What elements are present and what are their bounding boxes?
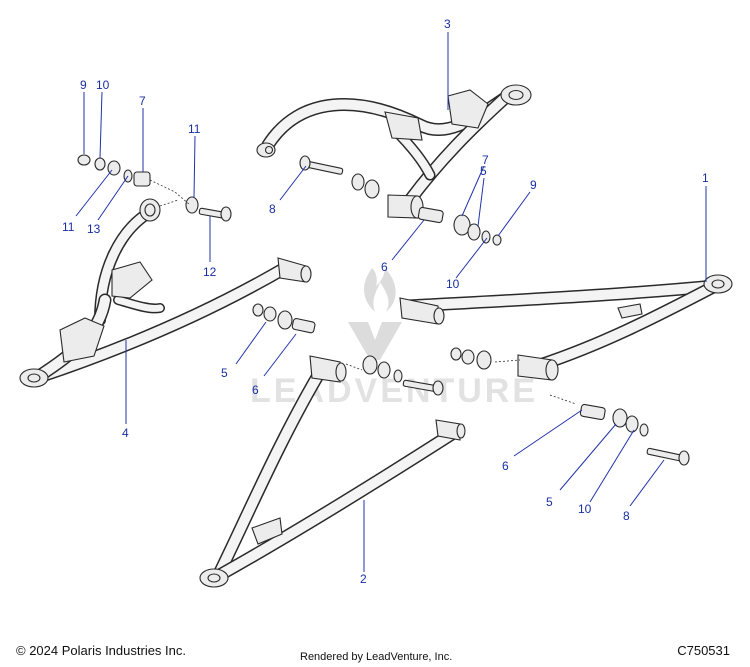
callouts: 1 2 3 4 5 5 5 6 6 6 7 7 8 (62, 17, 709, 586)
rendered-by-text: Rendered by LeadVenture, Inc. (300, 651, 453, 663)
callout-9-left: 9 (80, 78, 87, 92)
callout-7-upper: 7 (482, 153, 489, 167)
callout-11-top: 11 (188, 122, 201, 136)
upper-arm-part-4 (19, 198, 312, 388)
callout-6-upper: 6 (381, 260, 388, 274)
callout-3: 3 (444, 17, 451, 31)
callout-5-lower: 5 (546, 495, 553, 509)
callout-13: 13 (87, 222, 101, 236)
callout-8-left: 8 (269, 202, 276, 216)
lower-arm-part-2 (199, 355, 466, 588)
callout-11-left: 11 (62, 220, 75, 234)
alignment-lines (149, 179, 577, 405)
lower-arm-part-1 (399, 274, 733, 381)
hardware-group-lower-center (252, 303, 444, 396)
watermark-logo: LEADVENTURE (250, 268, 535, 410)
upper-arm-part-3 (256, 84, 532, 219)
callout-8-right: 8 (623, 509, 630, 523)
diagram-code: C750531 (677, 643, 730, 658)
callout-9-right: 9 (530, 178, 537, 192)
callout-7-left: 7 (139, 94, 146, 108)
hardware-group-upper-front (299, 155, 502, 246)
callout-10-lower: 10 (578, 502, 592, 516)
callout-2: 2 (360, 572, 367, 586)
callout-5-center: 5 (221, 366, 228, 380)
callout-6-lower: 6 (502, 459, 509, 473)
hardware-group-lower-right (450, 347, 690, 466)
callout-5-upper: 5 (480, 164, 487, 178)
callout-4: 4 (122, 426, 129, 440)
callout-12: 12 (203, 265, 217, 279)
callout-10-left: 10 (96, 78, 110, 92)
copyright-text: © 2024 Polaris Industries Inc. (16, 643, 186, 658)
callout-1: 1 (702, 171, 709, 185)
callout-6-center: 6 (252, 383, 259, 397)
callout-10-upper: 10 (446, 277, 460, 291)
